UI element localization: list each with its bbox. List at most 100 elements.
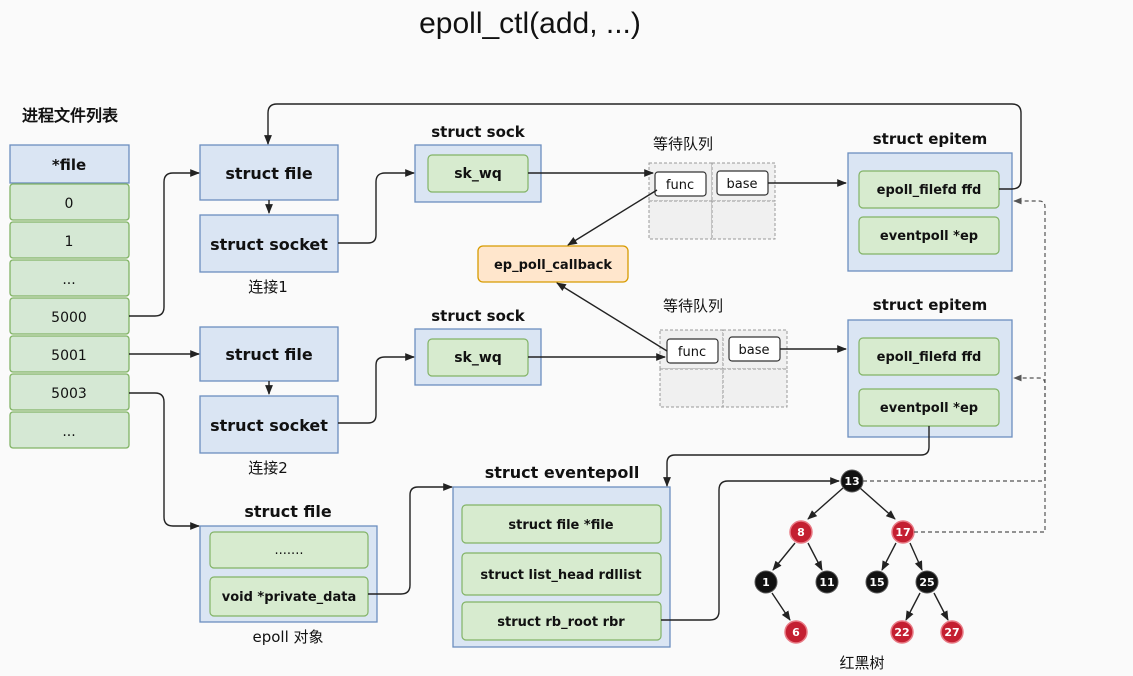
- fd-row-label: 5001: [51, 348, 87, 364]
- epoll-obj-private-data: void *private_data: [222, 590, 357, 605]
- fd-row: 5001: [9, 335, 130, 373]
- conn1-sock-title: struct sock: [431, 123, 526, 141]
- rbtree-node-value: 15: [869, 576, 884, 589]
- fd-row: ...: [9, 259, 130, 297]
- arrow-fd5000-to-file: [129, 169, 200, 317]
- conn2-struct-sock: sk_wq: [414, 328, 542, 386]
- arrow-socket-to-sock-2: [338, 353, 415, 424]
- conn1-label: 连接1: [248, 278, 288, 296]
- arrow-ep-to-eventpoll: [663, 426, 930, 487]
- rbtree-node-value: 17: [895, 526, 910, 539]
- conn1-struct-sock: sk_wq: [414, 144, 542, 203]
- ep-poll-callback: ep_poll_callback: [477, 245, 629, 283]
- rbtree-node: 17: [891, 520, 915, 544]
- rbtree-node: 15: [865, 570, 889, 594]
- fd-row: 5003: [9, 373, 130, 411]
- eventpoll-file: struct file *file: [508, 518, 613, 533]
- rbtree-node-value: 13: [844, 475, 859, 488]
- conn1-base: base: [727, 177, 758, 192]
- conn1-ffd: epoll_filefd ffd: [877, 183, 982, 198]
- conn1-struct-file: struct file: [199, 144, 339, 201]
- fd-row-label: ...: [62, 424, 75, 440]
- rbtree-edges: [771, 487, 949, 621]
- eventpoll-title: struct eventepoll: [485, 463, 640, 482]
- rbtree-node-value: 6: [792, 626, 800, 639]
- rbtree-node: 6: [784, 620, 808, 644]
- conn2-struct-socket: struct socket: [199, 395, 339, 454]
- arrow-private-data-to-eventpoll: [368, 483, 453, 595]
- dashed-links: [863, 197, 1046, 533]
- rbtree-node: 1: [754, 570, 778, 594]
- fd-row-label: 5000: [51, 310, 87, 326]
- fd-row: ...: [9, 411, 130, 449]
- conn2-wait-queue: func base: [659, 329, 788, 408]
- conn1-wait-queue: func base: [648, 162, 776, 240]
- rbtree-node-value: 25: [919, 576, 934, 589]
- arrow-rbr-to-root: [661, 477, 840, 621]
- fd-table-header: *file: [52, 156, 86, 174]
- conn2-sk-wq: sk_wq: [454, 350, 502, 366]
- rbtree-node: 8: [789, 520, 813, 544]
- eventpoll: struct file *file struct list_head rdlli…: [452, 486, 671, 648]
- epoll-obj-label: epoll 对象: [252, 628, 323, 646]
- eventpoll-rdllist: struct list_head rdllist: [480, 568, 641, 583]
- conn2-ep: eventpoll *ep: [880, 401, 978, 416]
- connector-arrows: [129, 103, 1022, 621]
- fd-table-label: 进程文件列表: [22, 106, 119, 125]
- rbtree-label: 红黑树: [839, 654, 884, 672]
- rbtree-node-value: 27: [944, 626, 959, 639]
- epoll-obj: ....... void *private_data: [199, 525, 378, 623]
- conn2-struct-file: struct file: [199, 326, 339, 382]
- rbtree-node: 11: [815, 570, 839, 594]
- fd-row: 1: [9, 221, 130, 259]
- conn1-epitem: epoll_filefd ffd eventpoll *ep: [847, 152, 1013, 272]
- conn1-wq-title: 等待队列: [653, 135, 713, 153]
- rbtree-node-value: 11: [819, 576, 834, 589]
- dashed-root-to-epitem1: [863, 197, 1046, 482]
- conn1-ep: eventpoll *ep: [880, 229, 978, 244]
- rbtree-node-value: 8: [797, 526, 805, 539]
- epoll-obj-dots: .......: [275, 543, 304, 558]
- page-title: epoll_ctl(add, ...): [419, 7, 641, 40]
- fd-row-label: 1: [65, 234, 74, 250]
- arrow-socket-to-sock-1: [338, 169, 415, 244]
- conn1-func: func: [666, 178, 694, 193]
- epoll-obj-title: struct file: [244, 502, 332, 521]
- arrow-func-to-callback-2: [556, 282, 668, 352]
- rbtree-node: 13: [840, 469, 864, 493]
- dashed-node17-to-epitem2: [914, 374, 1046, 533]
- conn2-sock-title: struct sock: [431, 307, 526, 325]
- ep-poll-callback-label: ep_poll_callback: [494, 258, 612, 273]
- fd-row: 5000: [9, 297, 130, 335]
- fd-row-label: 0: [65, 196, 74, 212]
- conn1-struct-socket: struct socket: [199, 214, 339, 273]
- fd-table: *file 0 1 ... 5000 5001 5003 ...: [9, 144, 130, 449]
- conn2-base: base: [739, 343, 770, 358]
- conn2-func: func: [678, 345, 706, 360]
- eventpoll-rbr: struct rb_root rbr: [497, 615, 625, 630]
- rbtree-node-value: 1: [762, 576, 770, 589]
- conn1-struct-file-label: struct file: [225, 164, 313, 183]
- conn1-struct-socket-label: struct socket: [210, 235, 328, 254]
- arrow-ffd-to-file: [264, 103, 1022, 190]
- conn2-struct-socket-label: struct socket: [210, 416, 328, 435]
- conn2-epitem: epoll_filefd ffd eventpoll *ep: [847, 319, 1013, 438]
- rbtree: 13 8 17 1 11 15 25 6 22 27: [754, 469, 964, 644]
- arrow-fd5003-to-epoll: [129, 392, 200, 530]
- conn2-struct-file-label: struct file: [225, 345, 313, 364]
- fd-row-label: 5003: [51, 386, 87, 402]
- conn1-epitem-title: struct epitem: [873, 130, 988, 148]
- conn2-epitem-title: struct epitem: [873, 296, 988, 314]
- conn2-label: 连接2: [248, 459, 288, 477]
- rbtree-node: 22: [890, 620, 914, 644]
- rbtree-node-value: 22: [894, 626, 909, 639]
- arrow-func-to-callback-1: [567, 189, 658, 246]
- fd-row: 0: [9, 183, 130, 221]
- rbtree-node: 25: [915, 570, 939, 594]
- fd-row-label: ...: [62, 272, 75, 288]
- conn2-wq-title: 等待队列: [663, 297, 723, 315]
- rbtree-node: 27: [940, 620, 964, 644]
- conn2-ffd: epoll_filefd ffd: [877, 350, 982, 365]
- conn1-sk-wq: sk_wq: [454, 166, 502, 182]
